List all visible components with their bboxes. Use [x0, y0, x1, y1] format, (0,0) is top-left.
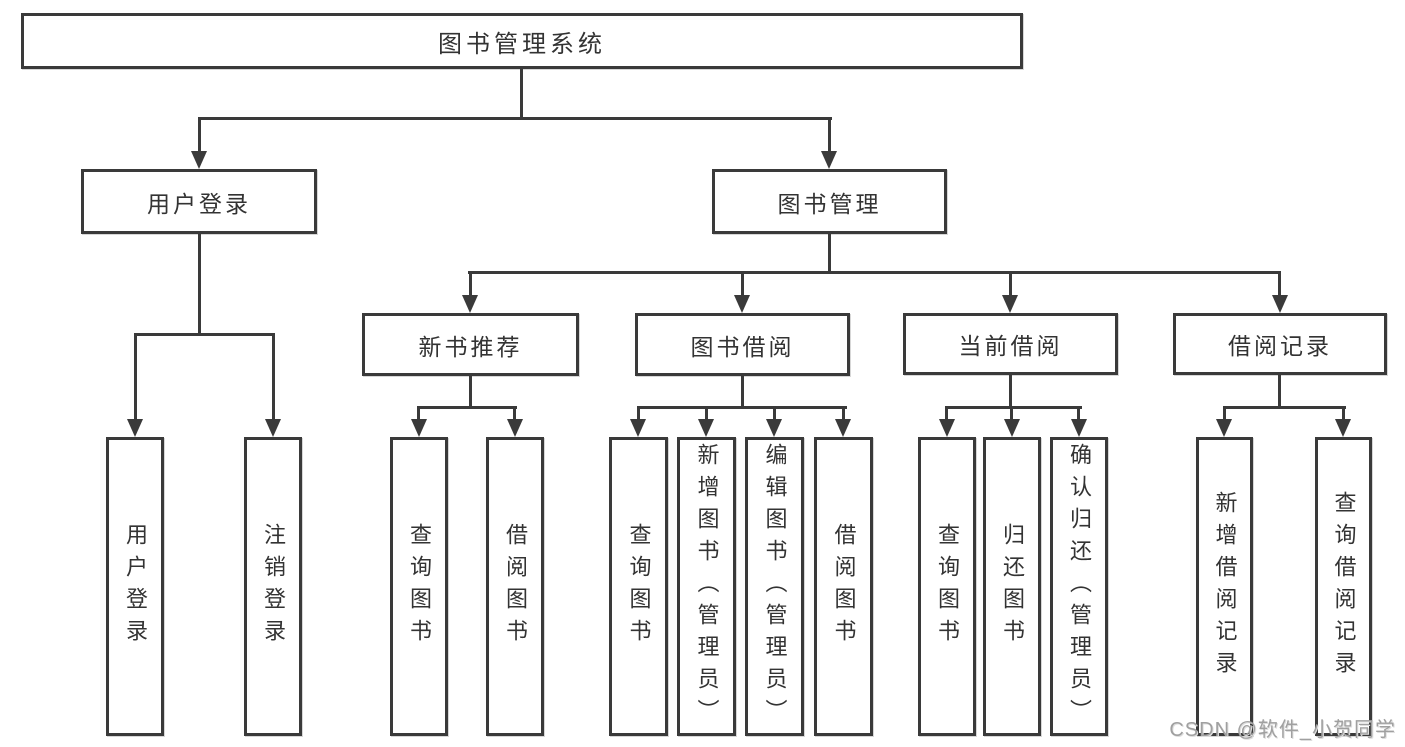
connector-book-borrowing-trunk [741, 376, 744, 409]
watermark: CSDN @软件_小贺同学 [1169, 719, 1396, 741]
node-leaf-query-borrow-record: 查询借阅记录 [1315, 437, 1372, 736]
node-label: 新书推荐 [418, 333, 523, 360]
connector-root-trunk [520, 69, 523, 120]
arrow-down-icon [1216, 419, 1232, 437]
arrow-down-icon [766, 419, 782, 437]
connector-book-management-branch [468, 271, 1281, 274]
node-label: 借阅图书 [503, 522, 528, 651]
arrow-down-icon [1071, 419, 1087, 437]
node-label: 图书管理 [777, 190, 882, 217]
connector-drop-current-borrowing [1009, 271, 1012, 298]
node-library-management-system: 图书管理系统 [21, 13, 1023, 69]
connector-drop-leaf [945, 406, 948, 421]
arrow-down-icon [698, 419, 714, 437]
node-leaf-add-borrow-record: 新增借阅记录 [1196, 437, 1253, 736]
arrow-down-icon [507, 419, 523, 437]
connector-new-book-trunk [469, 376, 472, 409]
connector-borrowing-records-branch [1223, 406, 1346, 409]
connector-current-borrowing-trunk [1009, 375, 1012, 409]
node-leaf-query-book-borrowing: 查询图书 [609, 437, 668, 736]
node-label: 用户登录 [147, 190, 251, 217]
connector-drop-user-login [198, 117, 201, 153]
arrow-down-icon [630, 419, 646, 437]
connector-drop-leaf [637, 406, 640, 421]
connector-drop-leaf [1342, 406, 1345, 421]
arrow-down-icon [1004, 419, 1020, 437]
connector-drop-book-borrowing [741, 271, 744, 298]
node-book-borrowing: 图书借阅 [635, 313, 850, 376]
node-label: 新增借阅记录 [1212, 490, 1238, 683]
arrow-down-icon [265, 419, 281, 437]
arrow-down-icon [127, 419, 143, 437]
arrow-down-icon [462, 295, 478, 313]
node-label: 查询借阅记录 [1331, 490, 1357, 683]
node-book-management: 图书管理 [712, 169, 947, 234]
node-current-borrowing: 当前借阅 [903, 313, 1118, 375]
node-leaf-user-login: 用户登录 [106, 437, 164, 736]
arrow-down-icon [835, 419, 851, 437]
node-label: 查询图书 [935, 522, 960, 651]
connector-drop-borrowing-records [1278, 271, 1281, 298]
node-label: 借阅记录 [1228, 333, 1332, 359]
node-leaf-query-book-recommend: 查询图书 [390, 437, 448, 736]
connector-user-login-branch [134, 333, 275, 336]
arrow-down-icon [1335, 419, 1351, 437]
connector-drop-leaf [842, 406, 845, 421]
connector-drop-leaf [1223, 406, 1226, 421]
node-label: 借阅图书 [831, 522, 857, 651]
connector-drop-leaf [417, 406, 420, 421]
node-label: 图书管理系统 [438, 30, 606, 58]
node-label: 编辑图书（管理员） [762, 442, 788, 731]
node-leaf-logout-login: 注销登录 [244, 437, 302, 736]
arrow-down-icon [1002, 295, 1018, 313]
connector-drop-leaf [513, 406, 516, 421]
node-label: 查询图书 [626, 522, 652, 651]
arrow-down-icon [821, 151, 837, 169]
node-new-book-recommend: 新书推荐 [362, 313, 579, 376]
node-leaf-borrow-book: 借阅图书 [814, 437, 873, 736]
node-leaf-return-book: 归还图书 [983, 437, 1041, 736]
arrow-down-icon [734, 295, 750, 313]
node-label: 注销登录 [261, 522, 286, 651]
connector-new-book-branch [417, 406, 517, 409]
connector-drop-leaf [272, 333, 275, 420]
node-label: 当前借阅 [958, 333, 1063, 359]
node-label: 归还图书 [1000, 522, 1025, 651]
node-label: 确认归还（管理员） [1067, 442, 1092, 731]
connector-root-branch [198, 117, 832, 120]
connector-user-login-trunk [198, 233, 201, 334]
node-borrowing-records: 借阅记录 [1173, 313, 1387, 375]
node-label: 图书借阅 [690, 333, 795, 360]
node-label: 查询图书 [407, 522, 432, 651]
node-leaf-query-book-current: 查询图书 [918, 437, 976, 736]
arrow-down-icon [939, 419, 955, 437]
connector-drop-book-management [828, 117, 831, 153]
connector-book-borrowing-branch [637, 406, 847, 409]
arrow-down-icon [191, 151, 207, 169]
connector-drop-leaf [1077, 406, 1080, 421]
connector-borrowing-records-trunk [1278, 375, 1281, 409]
connector-current-borrowing-branch [945, 406, 1082, 409]
arrow-down-icon [1272, 295, 1288, 313]
node-leaf-edit-book-admin: 编辑图书（管理员） [745, 437, 804, 736]
node-user-login: 用户登录 [81, 169, 317, 234]
node-leaf-borrow-book-recommend: 借阅图书 [486, 437, 544, 736]
connector-drop-leaf [1010, 406, 1013, 421]
node-leaf-confirm-return-admin: 确认归还（管理员） [1050, 437, 1108, 736]
arrow-down-icon [411, 419, 427, 437]
node-label: 新增图书（管理员） [694, 442, 720, 731]
connector-drop-leaf [773, 406, 776, 421]
connector-drop-new-book [469, 271, 472, 298]
connector-drop-leaf [705, 406, 708, 421]
node-label: 用户登录 [123, 522, 148, 651]
connector-book-management-trunk [828, 234, 831, 274]
connector-drop-leaf [134, 333, 137, 420]
node-leaf-add-book-admin: 新增图书（管理员） [677, 437, 736, 736]
